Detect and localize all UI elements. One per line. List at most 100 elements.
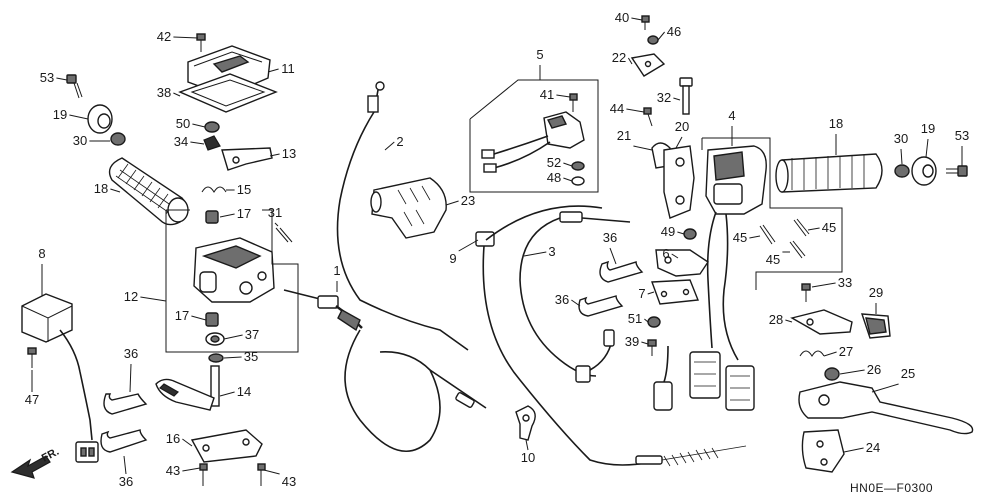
part-handlebar-switch-4: [689, 145, 767, 411]
callout-leader: [129, 363, 132, 393]
callout-20: 20: [675, 119, 689, 134]
callout-45: 45: [822, 220, 836, 235]
callout-leader: [900, 148, 903, 165]
part-throttle-cable-1: [283, 289, 487, 452]
callout-27: 27: [839, 344, 853, 359]
callout-19: 19: [53, 107, 67, 122]
callout-4: 4: [728, 108, 735, 123]
part-bolt-43b: [257, 463, 266, 486]
part-bolt-32: [679, 77, 693, 115]
callout-leader: [675, 136, 683, 149]
part-bushing-37: [205, 332, 225, 346]
callout-leader: [269, 153, 280, 157]
callout-leader: [563, 177, 573, 182]
callout-36: 36: [603, 230, 617, 245]
part-screw-44: [643, 107, 653, 127]
part-switch-cover-23: [370, 177, 447, 239]
callout-3: 3: [548, 244, 555, 259]
part-screw-39: [647, 339, 657, 356]
part-clamp-36d: [578, 295, 624, 317]
callout-leader: [657, 31, 665, 41]
part-screw-42: [196, 33, 206, 52]
part-clamp-36c: [599, 260, 644, 283]
part-clamp-22: [630, 53, 666, 77]
part-brake-lever-25: [798, 381, 974, 435]
callout-18: 18: [829, 116, 843, 131]
callout-52: 52: [547, 155, 561, 170]
callout-leader: [609, 247, 617, 265]
callout-14: 14: [237, 384, 251, 399]
callout-8: 8: [38, 246, 45, 261]
callout-51: 51: [628, 311, 642, 326]
part-collar-17b: [205, 312, 219, 327]
callout-44: 44: [610, 101, 624, 116]
part-screw-40: [641, 15, 650, 30]
callout-28: 28: [769, 312, 783, 327]
callout-35: 35: [244, 349, 258, 364]
callout-48: 48: [547, 170, 561, 185]
part-spring-27: [799, 350, 825, 357]
part-plate-7: [651, 279, 699, 305]
callout-34: 34: [174, 134, 188, 149]
part-gasket-38: [178, 73, 278, 113]
callout-leader: [677, 231, 685, 235]
diagram-code: HN0E—F0300: [850, 481, 933, 495]
callout-leader: [123, 455, 127, 475]
callout-leader: [192, 123, 206, 128]
callout-43: 43: [282, 474, 296, 489]
callout-leader: [223, 334, 243, 340]
callout-50: 50: [176, 116, 190, 131]
callout-22: 22: [612, 50, 626, 65]
callout-leader: [839, 369, 865, 375]
callout-32: 32: [657, 90, 671, 105]
part-grip-18b: [775, 153, 883, 193]
part-throttle-lever-14: [155, 365, 220, 411]
part-bolt-47: [27, 347, 37, 368]
callout-leader: [56, 77, 68, 81]
callout-37: 37: [245, 327, 259, 342]
part-connector: [653, 345, 673, 411]
callout-30: 30: [73, 133, 87, 148]
callout-30: 30: [894, 131, 908, 146]
part-lever-28: [790, 309, 853, 335]
callout-leader: [749, 235, 761, 239]
front-direction-label: FR.: [40, 446, 61, 465]
callout-leader: [263, 469, 280, 475]
callout-15: 15: [237, 182, 251, 197]
callout-10: 10: [521, 450, 535, 465]
part-bracket-24: [801, 429, 845, 473]
callout-17: 17: [237, 206, 251, 221]
callout-leader: [384, 141, 395, 151]
part-wire-harness-3: [519, 211, 631, 383]
part-collar-17a: [205, 210, 219, 224]
callout-leader: [785, 319, 793, 323]
callout-41: 41: [540, 87, 554, 102]
part-washer-51: [647, 316, 661, 328]
part-bracket-16: [190, 429, 263, 463]
callout-leader: [631, 17, 643, 21]
callout-leader: [673, 97, 681, 101]
callout-leader: [823, 351, 837, 357]
callout-11: 11: [281, 61, 295, 76]
callout-1: 1: [333, 263, 340, 278]
callout-leader: [274, 222, 279, 227]
part-collar-26: [824, 367, 840, 381]
callout-21: 21: [617, 128, 631, 143]
part-spring-15: [201, 186, 227, 193]
callout-17: 17: [175, 308, 189, 323]
group-outline: [469, 79, 599, 193]
callout-49: 49: [661, 224, 675, 239]
callout-leader: [458, 239, 479, 252]
callout-leader: [190, 141, 205, 145]
callout-leader: [182, 467, 201, 472]
callout-45: 45: [766, 252, 780, 267]
callout-5: 5: [536, 47, 543, 62]
part-nut-46: [647, 35, 659, 45]
callout-leader: [811, 282, 836, 288]
callout-leader: [173, 36, 199, 39]
callout-leader: [219, 391, 235, 397]
part-clamp-36a: [103, 393, 148, 415]
callout-18: 18: [94, 181, 108, 196]
part-brake-cable-9: [475, 205, 747, 467]
